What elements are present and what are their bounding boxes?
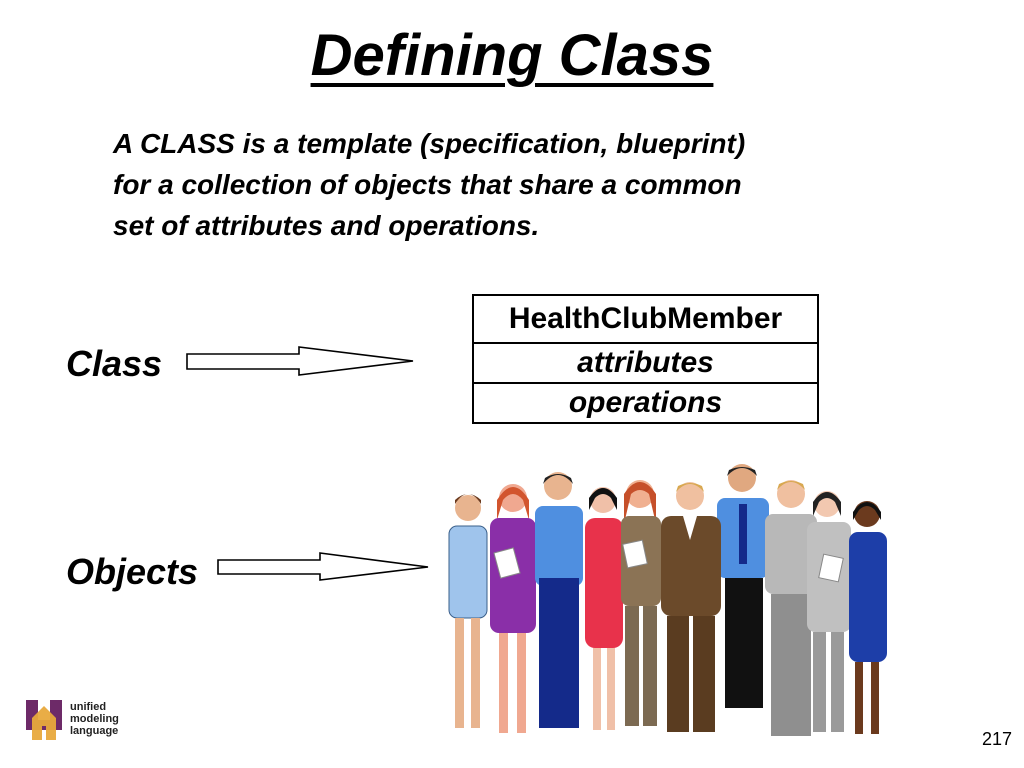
objects-label: Objects: [66, 551, 199, 592]
class-arrow-icon: [186, 346, 414, 376]
objects-arrow-icon: [217, 552, 429, 581]
person-icon: [490, 484, 536, 733]
person-icon: [765, 480, 817, 736]
uml-class-name: HealthClubMember: [508, 302, 783, 335]
person-icon: [535, 472, 583, 728]
uml-logo-icon: [26, 700, 62, 740]
slide-title-text: Defining Class: [310, 23, 714, 88]
person-icon: [849, 501, 887, 734]
page-number: 217: [981, 729, 1012, 749]
logo-line: modeling: [70, 713, 119, 725]
definition-text: A CLASS is a template (specification, bl…: [113, 123, 913, 246]
people-group-illustration: [448, 464, 887, 736]
uml-logo-text: unified modeling language: [70, 701, 119, 737]
uml-logo: unified modeling language: [24, 696, 119, 742]
person-icon: [661, 482, 721, 732]
person-icon: [621, 480, 661, 726]
uml-class-operations: operations: [474, 382, 817, 422]
person-icon: [448, 494, 488, 728]
logo-line: language: [70, 725, 119, 737]
person-icon: [717, 464, 769, 708]
definition-line-3: set of attributes and operations.: [113, 210, 540, 241]
class-label: Class: [66, 343, 163, 384]
definition-line-2: for a collection of objects that share a…: [113, 169, 742, 200]
logo-line: unified: [70, 701, 107, 713]
slide-title: Defining Class: [0, 22, 1024, 89]
definition-line-1: A CLASS is a template (specification, bl…: [113, 128, 746, 159]
person-icon: [807, 491, 851, 732]
uml-class-attributes: attributes: [474, 342, 817, 382]
uml-class-box: HealthClubMember attributes operations: [472, 294, 819, 424]
person-icon: [585, 487, 623, 730]
